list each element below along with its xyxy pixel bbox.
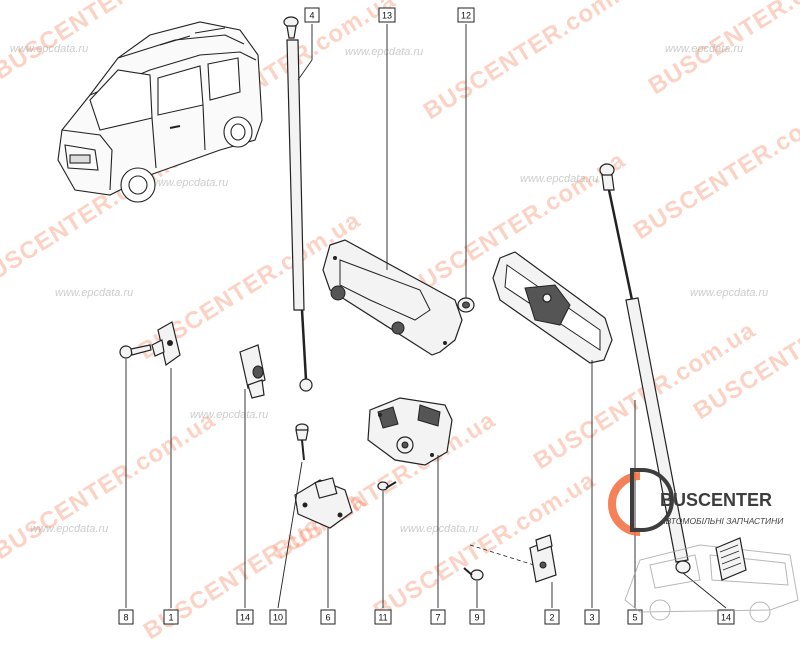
svg-text:13: 13 xyxy=(382,11,392,21)
vehicle-illustration xyxy=(57,21,263,203)
callouts: 4 13 12 8 1 14 10 6 11 7 9 2 3 5 14 xyxy=(118,7,735,625)
site-watermark: www.epcdata.ru xyxy=(665,43,743,55)
svg-text:1: 1 xyxy=(168,613,173,623)
callout-2: 2 xyxy=(544,609,560,625)
site-watermark: www.epcdata.ru xyxy=(345,46,423,58)
callout-13: 13 xyxy=(378,7,396,23)
grommet xyxy=(457,297,475,313)
svg-text:5: 5 xyxy=(632,613,637,623)
clip-part xyxy=(529,534,557,583)
buffer-switch xyxy=(239,344,266,399)
site-watermark: www.epcdata.ru xyxy=(520,173,598,185)
svg-text:2: 2 xyxy=(549,613,554,623)
logo-name: BUSCENTER xyxy=(660,490,772,510)
site-watermark: www.epcdata.ru xyxy=(150,177,228,189)
svg-text:7: 7 xyxy=(435,613,440,623)
lock-mechanism xyxy=(367,397,453,466)
gas-strut-left xyxy=(283,16,313,392)
callout-3: 3 xyxy=(584,609,600,625)
callout-12: 12 xyxy=(457,7,475,23)
bolt-10 xyxy=(295,423,309,461)
callout-1: 1 xyxy=(163,609,179,625)
callout-4: 4 xyxy=(304,7,320,23)
callout-8: 8 xyxy=(118,609,134,625)
svg-text:14: 14 xyxy=(240,613,250,623)
brand-watermark: BUSCENTER.com.ua xyxy=(419,0,650,125)
callout-9: 9 xyxy=(469,609,485,625)
buffer-switch-right xyxy=(715,537,747,581)
screw-9 xyxy=(463,544,551,581)
site-watermark: www.epcdata.ru xyxy=(400,523,478,535)
callout-14b: 14 xyxy=(717,609,735,625)
svg-text:11: 11 xyxy=(378,613,387,623)
brand-watermark: BUSCENTER.com.ua xyxy=(629,87,800,246)
callout-5: 5 xyxy=(627,609,643,625)
svg-text:8: 8 xyxy=(123,613,128,623)
svg-text:4: 4 xyxy=(309,11,314,21)
small-bracket xyxy=(151,321,181,367)
svg-text:12: 12 xyxy=(461,11,471,21)
callout-10: 10 xyxy=(269,609,287,625)
site-watermark: www.epcdata.ru xyxy=(55,287,133,299)
handle-plate xyxy=(322,239,463,356)
callout-7: 7 xyxy=(430,609,446,625)
screw-8 xyxy=(119,344,152,359)
site-watermark: www.epcdata.ru xyxy=(30,523,108,535)
callout-14: 14 xyxy=(236,609,254,625)
callout-6: 6 xyxy=(320,609,336,625)
svg-text:3: 3 xyxy=(589,613,594,623)
brand-watermark: BUSCENTER.com.ua xyxy=(369,467,600,626)
minibus-sketch xyxy=(624,544,799,623)
site-watermark: www.epcdata.ru xyxy=(690,287,768,299)
site-watermark: www.epcdata.ru xyxy=(190,409,268,421)
logo-tagline: АВТОМОБІЛЬНІ ЗАПЧАСТИНИ xyxy=(659,516,784,526)
svg-text:6: 6 xyxy=(325,613,330,623)
callout-11: 11 xyxy=(374,609,392,625)
buscenter-logo: BUSCENTER АВТОМОБІЛЬНІ ЗАПЧАСТИНИ xyxy=(608,468,784,536)
screw-11 xyxy=(377,481,397,491)
site-watermark: www.epcdata.ru xyxy=(10,43,88,55)
svg-text:10: 10 xyxy=(273,613,283,623)
svg-text:9: 9 xyxy=(474,613,479,623)
svg-text:14: 14 xyxy=(721,613,731,623)
exterior-handle xyxy=(492,251,613,364)
striker-bracket xyxy=(294,477,353,529)
brand-watermark: BUSCENTER.com.ua xyxy=(0,407,220,566)
